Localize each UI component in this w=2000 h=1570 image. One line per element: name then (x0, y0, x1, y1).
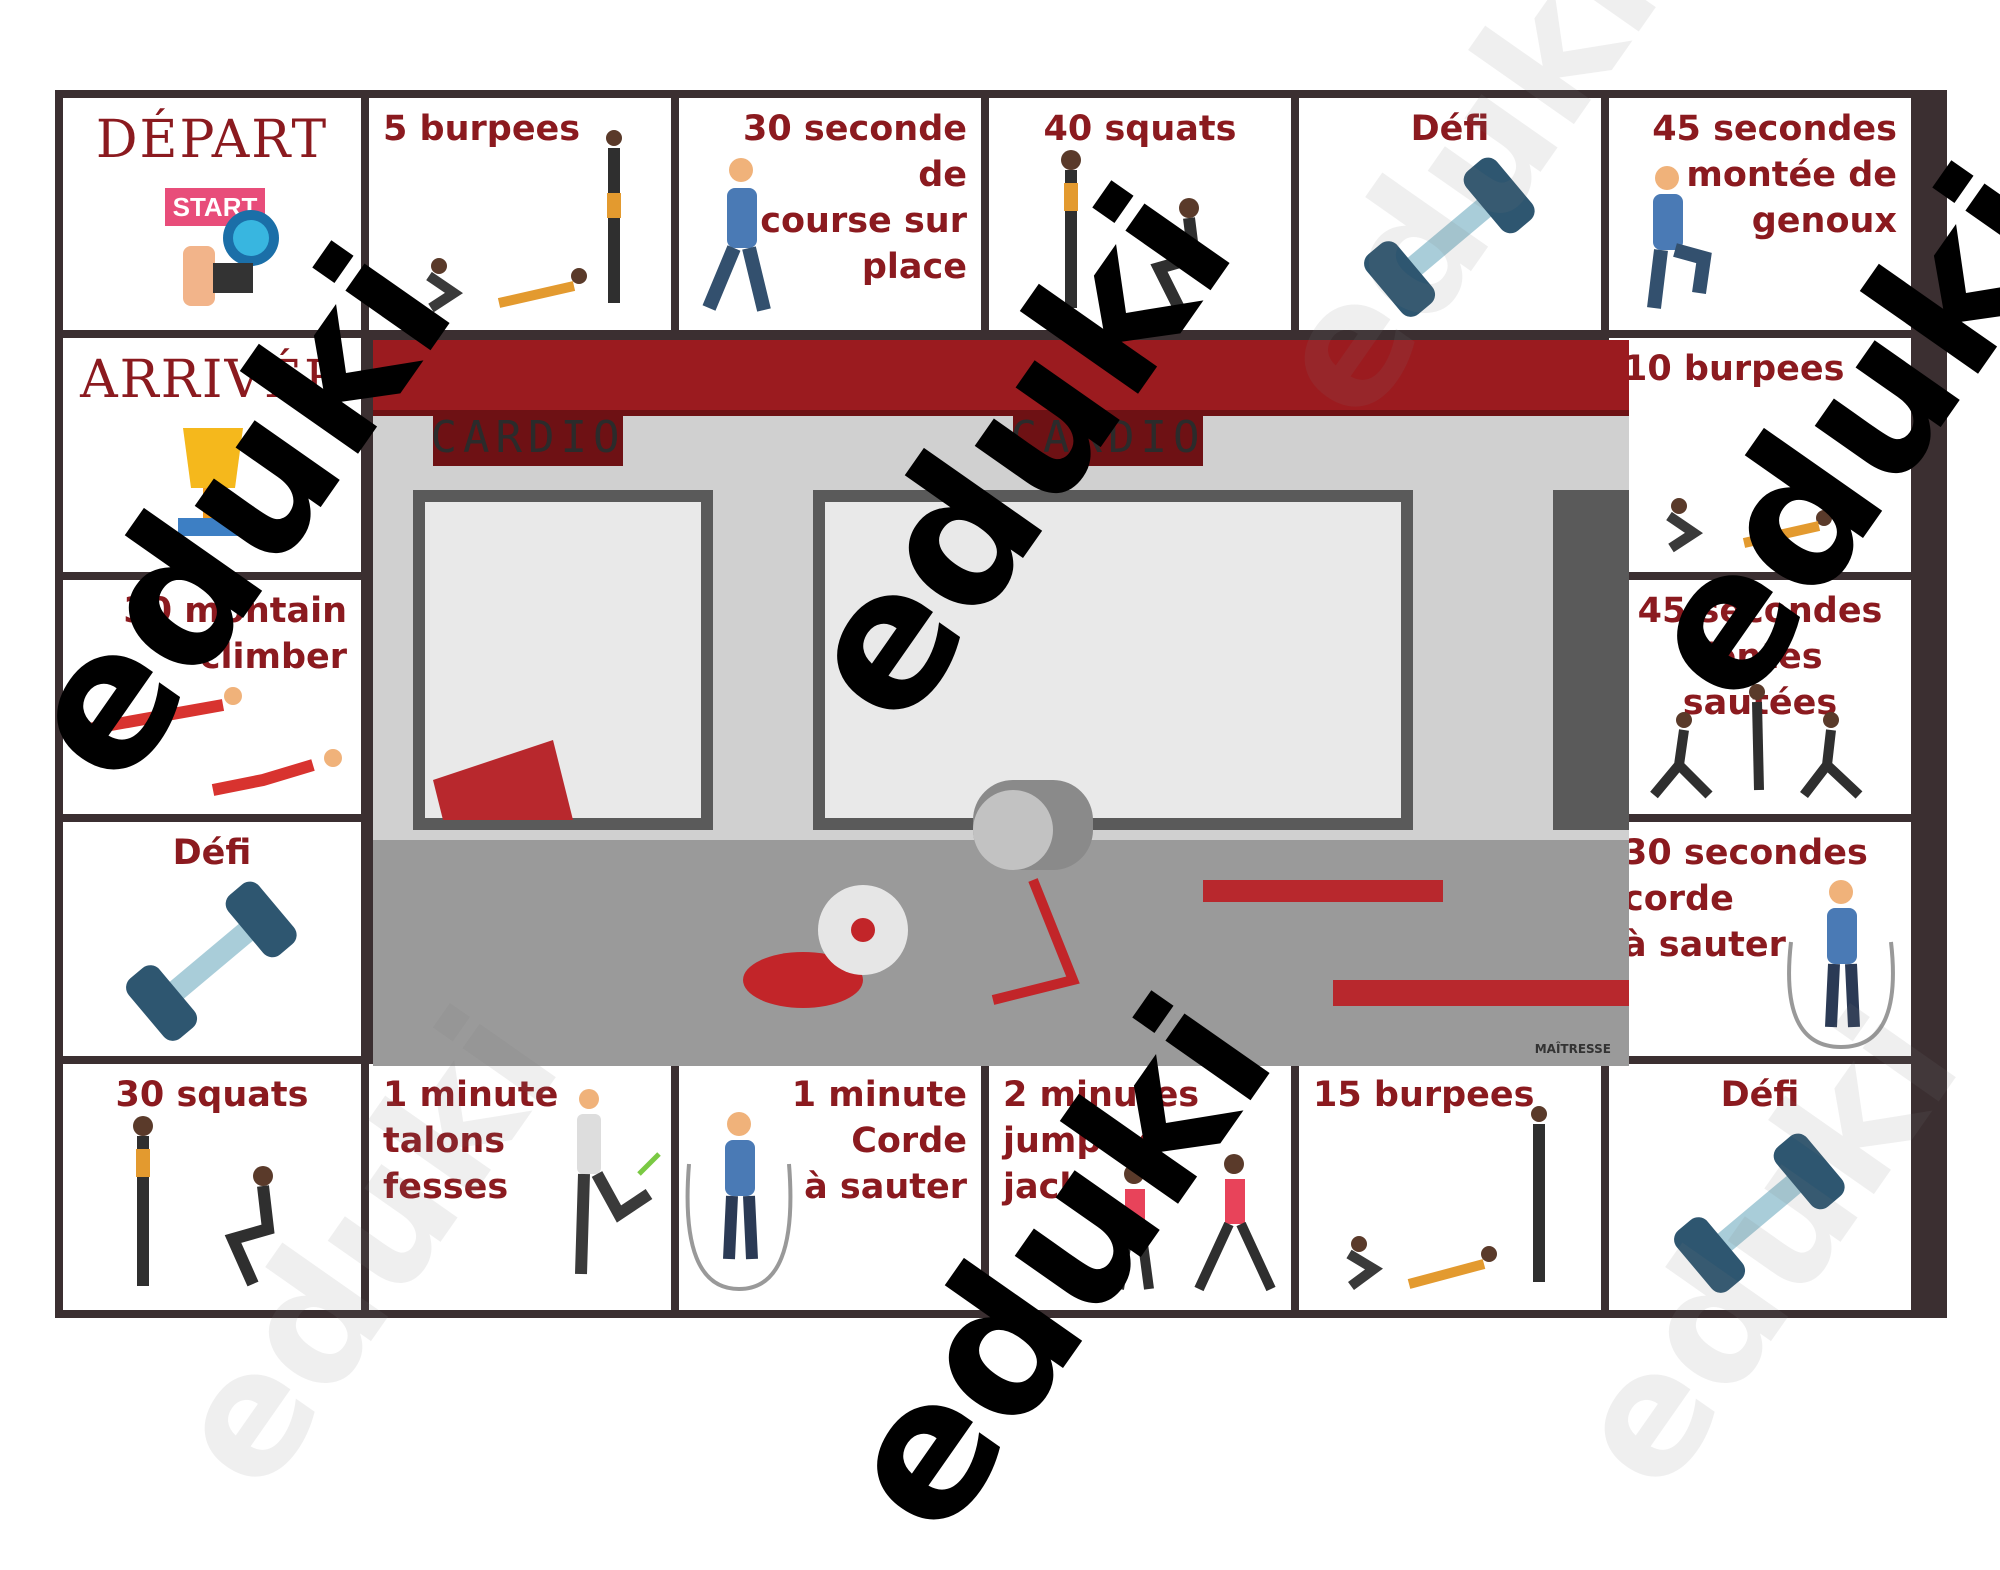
cardio-sign-right: CARDIO (1011, 412, 1206, 463)
burpees-figure-icon (1666, 498, 1832, 553)
cardio-sign-left: CARDIO (431, 412, 626, 463)
gym-scene: CARDIO CARDIO (373, 340, 1629, 1066)
cell-label: 5 burpees (383, 109, 581, 149)
cell-jumping-jack-2[interactable]: 2 minutes jumping jack (989, 1064, 1291, 1310)
cell-climber-30[interactable]: 30 montain climber (63, 580, 361, 814)
cell-label: 30 montain climber (123, 591, 347, 677)
running-figure-icon (702, 158, 771, 312)
trophy-icon (178, 428, 248, 536)
dumbbell-icon (1674, 1133, 1845, 1293)
start-flag-icon: START (165, 188, 279, 306)
cell-label: 15 burpees (1313, 1075, 1535, 1115)
cell-talons-fesses-1[interactable]: 1 minute talons fesses (369, 1064, 671, 1310)
mountain-climber-figure-icon (81, 687, 342, 796)
cell-label: 30 squats (115, 1075, 309, 1115)
signature-logo: MAÎTRESSE (1534, 1042, 1611, 1056)
jump-lunge-figure-icon (1650, 684, 1863, 799)
cell-label: Défi (1720, 1075, 1800, 1115)
cell-label: Défi (172, 833, 252, 873)
cell-label: 2 minutes jumping jack (1003, 1075, 1200, 1207)
cell-defi-1[interactable]: Défi (1299, 98, 1601, 330)
cell-label: 45 secondes montée de genoux (1652, 109, 1897, 241)
cell-genoux-45[interactable]: 45 secondes montée de genoux (1609, 98, 1911, 330)
squat-figure-icon (133, 1116, 275, 1287)
depart-title: DÉPART (95, 110, 329, 170)
squat-figure-icon (1061, 150, 1201, 311)
cell-burpees-5[interactable]: 5 burpees (369, 98, 671, 330)
cell-defi-3[interactable]: Défi (1609, 1064, 1911, 1310)
cell-label: 45 secondes fentes sautées (1637, 591, 1883, 723)
cell-label: 1 minute talons fesses (383, 1075, 559, 1207)
cell-label: 1 minute Corde à sauter (791, 1075, 967, 1207)
gym-illustration: CARDIO CARDIO MAÎTRESSE (373, 340, 1629, 1066)
high-knees-figure-icon (1647, 166, 1712, 309)
cell-corde-30[interactable]: 30 secondes corde à sauter (1609, 822, 1911, 1056)
cell-squats-40[interactable]: 40 squats (989, 98, 1291, 330)
cell-label: 40 squats (1043, 109, 1237, 149)
cell-label: 10 burpees (1623, 349, 1845, 389)
cell-burpees-15[interactable]: 15 burpees (1299, 1064, 1601, 1310)
cell-course-30[interactable]: 30 seconde de course sur place (679, 98, 981, 330)
cell-depart[interactable]: DÉPART START (63, 98, 361, 330)
burpees-figure-icon (1346, 1106, 1547, 1291)
cell-label: 30 seconde de course sur place (743, 109, 967, 287)
cell-squats-30[interactable]: 30 squats (63, 1064, 361, 1310)
cell-burpees-10[interactable]: 10 burpees (1609, 338, 1911, 572)
cell-fentes-45[interactable]: 45 secondes fentes sautées (1609, 580, 1911, 814)
jumping-jack-figure-icon (1114, 1154, 1276, 1292)
cell-defi-2[interactable]: Défi (63, 822, 361, 1056)
burpees-figure-icon (426, 130, 622, 313)
cell-arrivee[interactable]: ARRIVÉE (63, 338, 361, 572)
jump-rope-figure-icon (685, 1112, 793, 1292)
dumbbell-icon (126, 881, 297, 1041)
butt-kicks-figure-icon (575, 1089, 661, 1275)
cell-label: 30 secondes corde à sauter (1623, 833, 1868, 965)
dumbbell-icon (1364, 157, 1535, 317)
arrivee-title: ARRIVÉE (80, 350, 344, 410)
jump-rope-figure-icon (1787, 880, 1895, 1050)
game-board: DÉPART START 5 burpees 30 seconde de cou… (55, 90, 1947, 1318)
cell-label: Défi (1410, 109, 1490, 149)
cell-corde-1[interactable]: 1 minute Corde à sauter (679, 1064, 981, 1310)
